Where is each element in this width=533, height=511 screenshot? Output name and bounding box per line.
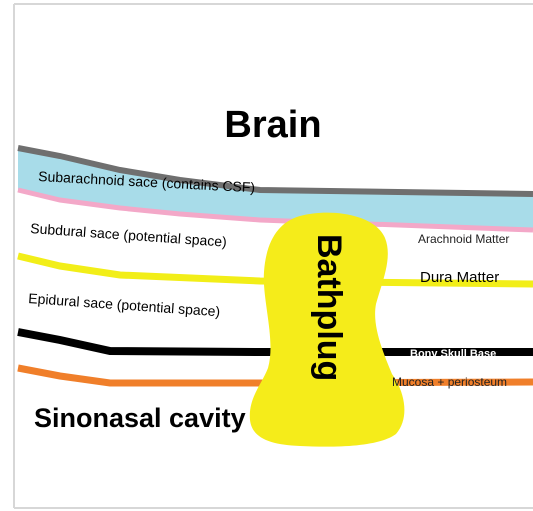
bony-label: Bony Skull Base <box>410 348 496 360</box>
bathplug-label: Bathplug <box>310 234 348 381</box>
dura-label: Dura Matter <box>420 269 499 286</box>
mucosa-label: Mucosa + periosteum <box>392 375 507 389</box>
arachnoid-label: Arachnoid Matter <box>418 232 509 246</box>
subdural-label: Subdural sace (potential space) <box>30 220 228 250</box>
brain-label: Brain <box>224 104 321 146</box>
sinonasal-label: Sinonasal cavity <box>34 403 246 433</box>
epidural-label: Epidural sace (potential space) <box>28 290 221 319</box>
